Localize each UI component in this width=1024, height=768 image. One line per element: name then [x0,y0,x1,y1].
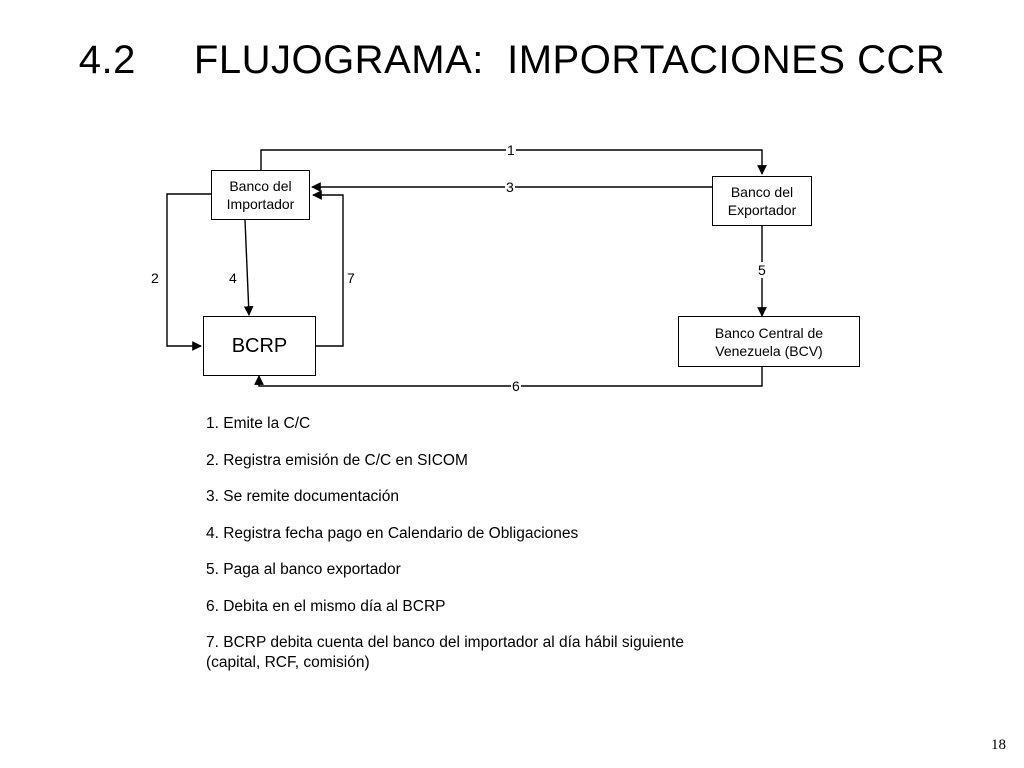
flow-label-3: 3 [505,179,515,195]
arrow-6 [254,367,763,387]
step-item: 1. Emite la C/C [206,415,311,432]
arrow-4 [243,219,254,316]
node-banco-importador: Banco del Importador [211,170,310,220]
steps-list: 1. Emite la C/C 2. Registra emisión de C… [206,414,684,690]
flow-label-5: 5 [757,262,767,278]
node-bcrp: BCRP [203,316,316,376]
node-bcv-label: Banco Central de Venezuela (BCV) [714,324,824,359]
step-item: 7. BCRP debita cuenta del banco del impo… [206,634,684,671]
node-banco-importador-label: Banco del Importador [226,178,295,212]
arrow-2 [166,193,211,351]
step-item: 4. Registra fecha pago en Calendario de … [206,524,579,542]
flow-label-7: 7 [347,270,355,286]
flow-label-6: 6 [511,378,521,394]
step-item: 5. Paga al banco exportador [206,561,401,578]
node-bcrp-label: BCRP [231,335,288,357]
slide-title: 4.2 FLUJOGRAMA: IMPORTACIONES CCR [78,38,946,82]
page-number: 18 [991,737,1006,753]
step-item: 3. Se remite documentación [206,488,399,505]
flow-label-2: 2 [151,270,159,286]
step-item: 6. Debita en el mismo día al BCRP [206,597,446,615]
flow-label-4: 4 [229,270,237,286]
node-banco-exportador: Banco del Exportador [712,176,812,226]
node-banco-exportador-label: Banco del Exportador [727,184,797,218]
step-item: 2. Registra emisión de C/C en SICOM [206,451,468,469]
flow-label-1: 1 [506,142,516,158]
node-bcv: Banco Central de Venezuela (BCV) [678,316,860,367]
arrow-7 [312,190,344,347]
